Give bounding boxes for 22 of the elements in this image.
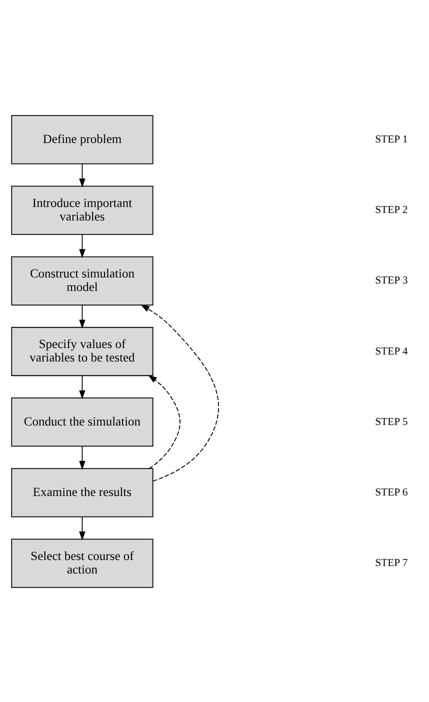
node-box: Construct simulation model — [11, 256, 154, 305]
arrow — [79, 234, 86, 258]
label: STEP 6 — [375, 486, 408, 498]
label: STEP 1 — [375, 132, 408, 145]
label: STEP 2 — [375, 204, 408, 216]
node-box: Specify values of variables to be tested — [11, 326, 154, 376]
node-box: Define problem — [11, 114, 154, 164]
arrow — [79, 445, 86, 470]
node-box: Select best course of action — [11, 538, 154, 588]
arrow — [140, 304, 219, 482]
arrow — [79, 374, 86, 399]
label: STEP 7 — [375, 556, 408, 569]
label: STEP 3 — [375, 274, 408, 286]
arrow — [148, 374, 180, 468]
arrow — [79, 516, 86, 540]
arrow — [79, 162, 86, 187]
label: STEP 5 — [375, 415, 408, 428]
node-box: Introduce important variables — [11, 185, 154, 234]
node-box: Examine the results — [11, 468, 154, 517]
arrow — [79, 304, 86, 328]
label: STEP 4 — [375, 344, 408, 357]
node-box: Conduct the simulation — [11, 397, 154, 446]
